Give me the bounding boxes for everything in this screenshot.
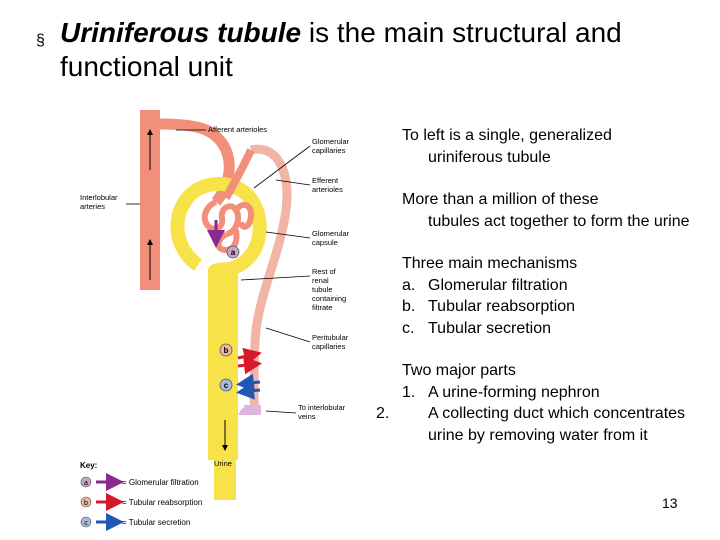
svg-text:b: b: [84, 500, 88, 507]
svg-text:c: c: [84, 520, 88, 527]
label-efferent-1: Efferent: [312, 176, 339, 185]
svg-text:b: b: [224, 346, 229, 355]
bullet-icon: §: [36, 32, 45, 49]
glomerulus: [201, 199, 255, 254]
marker-a: a: [226, 245, 240, 259]
label-glomerular-cap-1: Glomerular: [312, 137, 350, 146]
label-afferent: Afferent arterioles: [208, 125, 267, 134]
list-item: 1.A urine-forming nephron: [402, 383, 600, 401]
label-veins-1: To interlobular: [298, 403, 346, 412]
svg-text:a: a: [84, 480, 88, 487]
marker-c: c: [219, 378, 233, 392]
label-rest-1: Rest of: [312, 267, 337, 276]
svg-text:containing: containing: [312, 294, 346, 303]
svg-text:= Tubular reabsorption: = Tubular reabsorption: [122, 498, 202, 507]
diagram-key: Key: a = Glomerular filtration b = Tubul…: [80, 461, 202, 531]
note-paragraph-4: Two major parts 1.A urine-forming nephro…: [376, 360, 702, 446]
label-capsule-1: Glomerular: [312, 229, 350, 238]
svg-text:capillaries: capillaries: [312, 146, 346, 155]
secretion-arrow: [236, 373, 261, 392]
svg-text:renal: renal: [312, 276, 329, 285]
label-peritubular-1: Peritubular: [312, 333, 349, 342]
title-italic: Uriniferous tubule: [60, 17, 302, 48]
note-paragraph-3: Three main mechanisms a.Glomerular filtr…: [402, 253, 702, 339]
note-paragraph-1: To left is a single, generalized urinife…: [402, 127, 612, 166]
peritubular-capillary: [249, 144, 292, 416]
svg-text:capillaries: capillaries: [312, 342, 346, 351]
list-item: 2.A collecting duct which concentrates u…: [376, 405, 686, 444]
svg-text:tubule: tubule: [312, 285, 332, 294]
renal-tubule: [208, 270, 238, 460]
collecting-duct: [214, 460, 236, 500]
svg-text:= Tubular secretion: = Tubular secretion: [122, 518, 190, 527]
list-item: b.Tubular reabsorption: [402, 298, 576, 315]
svg-text:capsule: capsule: [312, 238, 338, 247]
interlobular-artery: [140, 110, 160, 290]
list-item: a.Glomerular filtration: [402, 276, 568, 294]
title-rest: is the main structural and functional un…: [60, 17, 622, 82]
label-interlobular-1: Interlobular: [80, 193, 118, 202]
uriniferous-tubule-diagram: a b c Afferent arterioles Glomerular cap…: [80, 110, 350, 531]
marker-b: b: [219, 343, 233, 357]
page-number: 13: [662, 495, 678, 511]
glomerular-capsule: [170, 177, 267, 277]
title-text: Uriniferous tubule is the main structura…: [60, 16, 706, 84]
svg-text:filtrate: filtrate: [312, 303, 332, 312]
svg-text:arterioles: arterioles: [312, 185, 343, 194]
label-urine: Urine: [214, 459, 232, 468]
notes-panel: To left is a single, generalized urinife…: [376, 125, 702, 467]
list-item: c.Tubular secretion: [402, 319, 552, 337]
svg-text:Key:: Key:: [80, 461, 97, 470]
slide-title: § Uriniferous tubule is the main structu…: [36, 16, 706, 84]
svg-text:arteries: arteries: [80, 202, 105, 211]
svg-text:= Glomerular filtration: = Glomerular filtration: [122, 478, 199, 487]
reabsorption-arrow: [237, 347, 262, 366]
svg-text:veins: veins: [298, 412, 316, 421]
svg-text:a: a: [231, 248, 236, 257]
note-paragraph-2: More than a million of these tubules act…: [402, 191, 690, 230]
svg-text:c: c: [224, 381, 229, 390]
